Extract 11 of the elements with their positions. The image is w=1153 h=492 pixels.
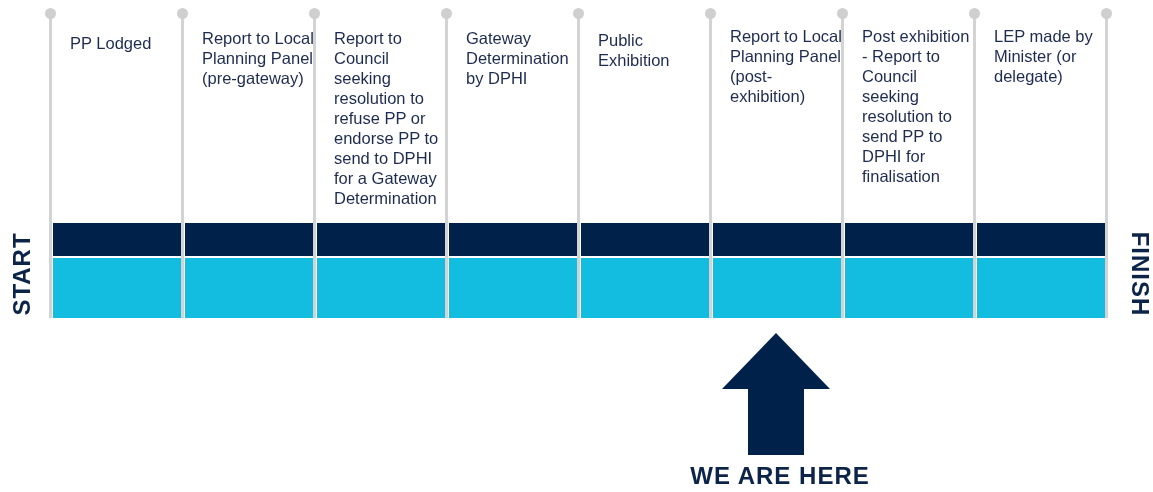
stage-label: Gateway Determination by DPHI: [466, 28, 570, 88]
position-label: WE ARE HERE: [690, 462, 870, 490]
end-label: FINISH: [1126, 231, 1153, 317]
end-label: START: [8, 232, 36, 316]
stage-label: Report to Local Planning Panel (pre-gateway): [202, 28, 314, 88]
stage-label: PP Lodged: [70, 33, 153, 53]
stage-label: Post exhibition - Report to Council seeking resolution to send PP to DPHI for finalisation: [862, 26, 971, 186]
stage-label: Report to Council seeking resolution to refuse PP or endorse PP to send to DPHI for a Gateway Determination: [334, 28, 440, 208]
stage-label: Report to Local Planning Panel (post-exhibition): [730, 26, 842, 106]
stage-label: Public Exhibition: [598, 30, 671, 70]
stage-label: LEP made by Minister (or delegate): [994, 26, 1094, 86]
